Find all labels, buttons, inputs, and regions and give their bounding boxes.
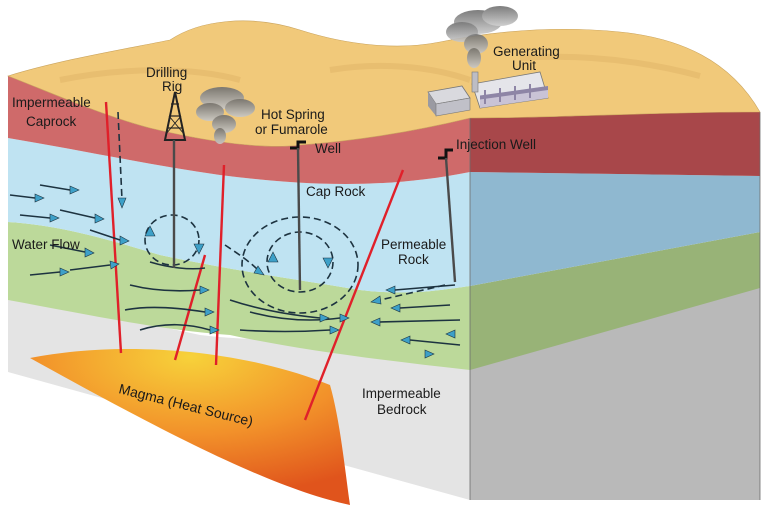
label-hot-spring-1: Hot Spring	[261, 107, 325, 122]
label-permeable-1: Permeable	[381, 237, 446, 252]
label-generating-1: Generating	[493, 44, 560, 59]
generating-unit	[427, 71, 549, 117]
label-cap-rock: Cap Rock	[306, 184, 366, 199]
label-caprock-1: Impermeable	[12, 95, 91, 110]
label-caprock-2: Caprock	[26, 114, 77, 129]
caprock-front	[8, 76, 470, 185]
magma-body	[30, 348, 350, 505]
ground-surface	[7, 20, 761, 147]
caprock-side	[470, 112, 760, 176]
label-bedrock-2: Bedrock	[377, 402, 427, 417]
side-face	[469, 112, 761, 500]
label-generating-2: Unit	[512, 58, 536, 73]
water-flow-arrows	[9, 111, 461, 346]
label-water-flow: Water Flow	[12, 237, 80, 252]
label-hot-spring-2: or Fumarole	[255, 122, 328, 137]
steam-cloud-plant	[446, 6, 518, 68]
water-layer-front	[8, 138, 470, 293]
permeable-layer-front	[8, 222, 470, 370]
arrow-heads	[34, 185, 456, 359]
water-side	[470, 172, 760, 286]
label-well: Well	[315, 141, 341, 156]
injection-well	[438, 148, 457, 283]
production-well	[290, 140, 306, 291]
permeable-side	[470, 232, 760, 370]
label-bedrock-1: Impermeable	[362, 386, 441, 401]
label-drilling-rig-1: Drilling	[146, 65, 187, 80]
drilling-rig	[163, 91, 187, 268]
label-permeable-2: Rock	[398, 252, 429, 267]
label-injection-well: Injection Well	[456, 137, 536, 152]
label-drilling-rig-2: Rig	[162, 79, 182, 94]
steam-cloud-hot-spring	[196, 87, 255, 144]
fault-lines	[104, 101, 405, 421]
